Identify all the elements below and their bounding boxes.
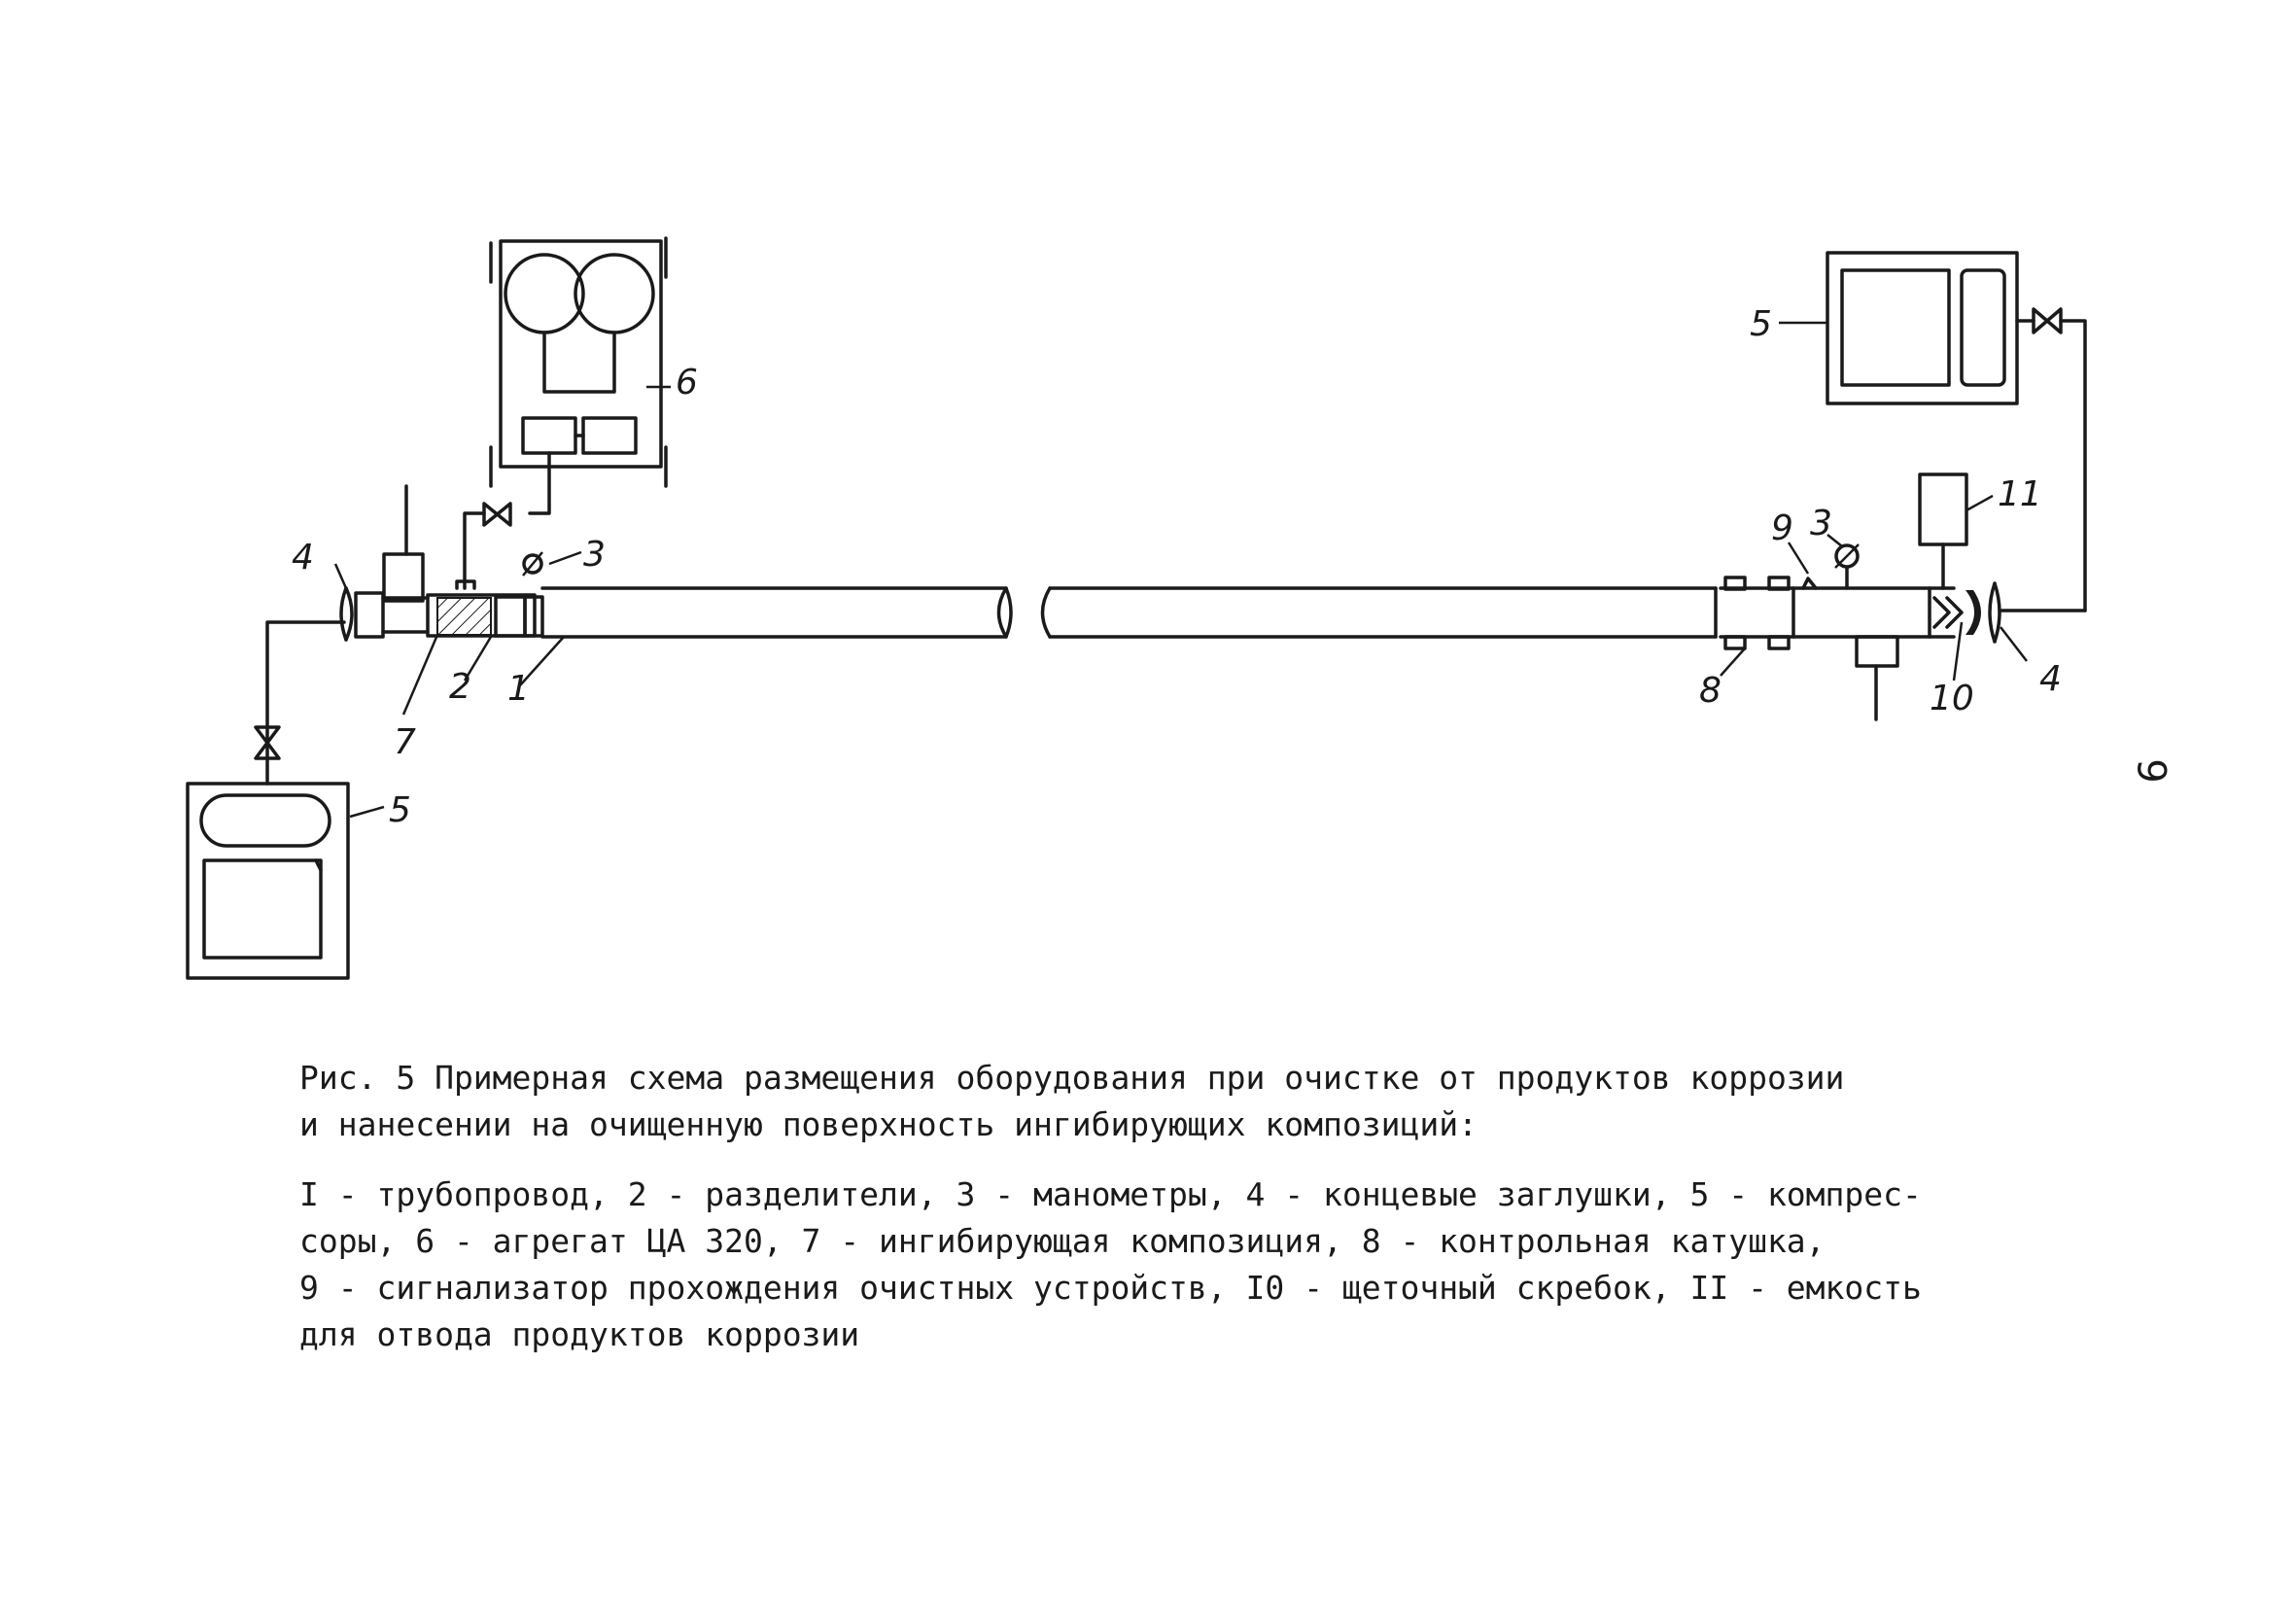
page-number: 9	[2128, 758, 2174, 784]
legend-line-2: соры, 6 - агрегат ЦА 320, 7 - ингибирующ…	[299, 1222, 1826, 1260]
label-1: 1	[507, 669, 530, 709]
pipeline-diagram: 6 3 4 2 1 7 5 5 11 9 3 8 10 4	[186, 236, 2087, 980]
control-spool	[1714, 576, 1795, 650]
left-supply-line	[254, 620, 346, 786]
diagram-labels: 6 3 4 2 1 7 5 5 11 9 3 8 10 4	[292, 304, 2062, 830]
pump-unit	[463, 236, 668, 590]
label-10: 10	[1930, 679, 1974, 718]
caption-line-2: и нанесении на очищенную поверхность инг…	[299, 1105, 1478, 1143]
figure-legend: I - трубопровод, 2 - разделители, 3 - ма…	[299, 1172, 2010, 1358]
legend-line-3: 9 - сигнализатор прохождения очистных ус…	[299, 1269, 1922, 1307]
signaller-and-gauge-right	[1801, 543, 1860, 590]
leader-lines	[333, 321, 2028, 819]
label-6: 6	[676, 363, 698, 402]
right-compressor	[1826, 251, 2087, 612]
left-end-cap	[339, 586, 385, 642]
right-end-cap	[1988, 581, 2087, 644]
label-3-right: 3	[1810, 504, 1832, 543]
legend-line-1: I - трубопровод, 2 - разделители, 3 - ма…	[299, 1175, 1922, 1213]
brush-scraper	[1928, 586, 1981, 639]
label-7: 7	[394, 722, 416, 762]
launcher-chamber	[381, 484, 544, 638]
left-gauge	[522, 551, 543, 577]
label-9: 9	[1771, 508, 1793, 548]
pipe-left	[540, 586, 1013, 639]
label-2: 2	[449, 667, 471, 707]
label-8: 8	[1699, 671, 1722, 711]
left-compressor	[186, 782, 350, 980]
figure-caption: Рис. 5 Примерная схема размещения оборуд…	[299, 1055, 2010, 1148]
label-4-right: 4	[2039, 659, 2062, 699]
caption-line-1: Рис. 5 Примерная схема размещения оборуд…	[299, 1059, 1845, 1097]
drain-outlet	[1855, 635, 1899, 721]
pipe-right	[1040, 586, 1956, 639]
legend-line-4: для отвода продуктов коррозии	[299, 1315, 860, 1353]
label-11: 11	[1998, 474, 2042, 514]
collection-vessel	[1918, 472, 1968, 590]
label-4-left: 4	[292, 538, 314, 577]
label-5-left: 5	[389, 790, 411, 830]
label-3-left: 3	[583, 535, 606, 575]
label-5-right: 5	[1750, 304, 1772, 344]
